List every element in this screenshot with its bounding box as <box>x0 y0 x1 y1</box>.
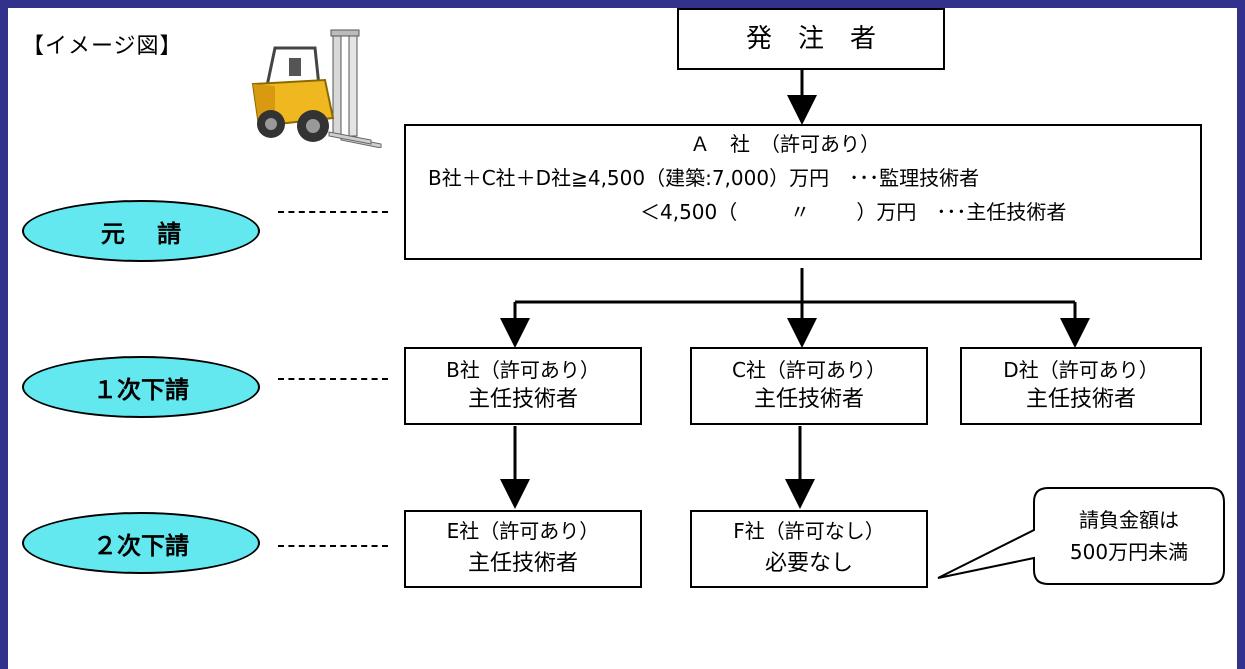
callout-bubble <box>937 487 1225 585</box>
level-second-oval: ２次下請 <box>22 512 260 574</box>
client-box: 発 注 者 <box>677 8 945 70</box>
callout-text: 請負金額は 500万円未満 <box>1036 504 1222 568</box>
sub-b-box: B社（許可あり） 主任技術者 <box>404 347 642 425</box>
level-prime-oval: 元 請 <box>22 200 260 262</box>
frame-right-border <box>1237 0 1245 669</box>
sub-c-role: 主任技術者 <box>753 387 864 412</box>
sub-b-name: B社（許可あり） <box>446 358 600 382</box>
sub-c-box: C社（許可あり） 主任技術者 <box>690 347 928 425</box>
sub-b-role: 主任技術者 <box>467 387 578 412</box>
diagram-title: 【イメージ図】 <box>22 34 183 59</box>
sub-f-box: F社（許可なし） 必要なし <box>690 510 928 588</box>
forklift-icon <box>251 29 382 148</box>
level-first-oval: １次下請 <box>22 356 260 418</box>
sub-c-name: C社（許可あり） <box>732 358 886 382</box>
level-second-dash <box>278 545 388 547</box>
level-prime-label: 元 請 <box>100 219 182 248</box>
sub-f-name: F社（許可なし） <box>733 519 885 543</box>
callout-line1: 請負金額は <box>1079 508 1179 532</box>
prime-condition-chief: ＜4,500（ 〃 ）万円 ･･･主任技術者 <box>640 200 1067 224</box>
level-first-label: １次下請 <box>93 375 189 404</box>
sub-e-box: E社（許可あり） 主任技術者 <box>404 510 642 588</box>
callout-line2: 500万円未満 <box>1069 540 1189 564</box>
client-label: 発 注 者 <box>745 24 876 54</box>
sub-d-box: D社（許可あり） 主任技術者 <box>960 347 1202 425</box>
sub-e-role: 主任技術者 <box>467 551 578 576</box>
prime-condition-supervising: B社＋C社＋D社≧4,500（建築:7,000）万円 ･･･監理技術者 <box>428 166 980 190</box>
level-second-label: ２次下請 <box>93 531 189 560</box>
level-prime-dash <box>278 211 388 213</box>
sub-e-name: E社（許可あり） <box>446 519 600 543</box>
sub-d-role: 主任技術者 <box>1025 387 1136 412</box>
sub-d-name: D社（許可あり） <box>1003 358 1159 382</box>
prime-name: Ａ 社 （許可あり） <box>690 132 880 156</box>
frame-left-border <box>0 0 8 669</box>
sub-f-role: 必要なし <box>764 551 853 576</box>
level-first-dash <box>278 378 388 380</box>
prime-contractor-box <box>404 124 1202 260</box>
frame-top-border <box>0 0 1245 8</box>
